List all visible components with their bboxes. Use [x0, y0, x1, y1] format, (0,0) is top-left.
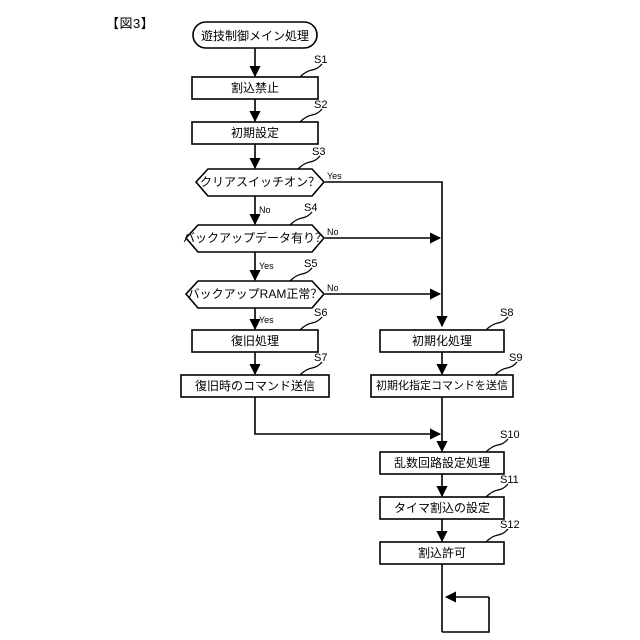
process-box-s2[interactable]	[191, 121, 319, 145]
branch-label-s3-yes: Yes	[327, 171, 342, 181]
step-id-s11: S11	[500, 474, 519, 486]
leader-s2	[299, 108, 323, 123]
process-box-s6[interactable]	[191, 329, 319, 353]
connector-s7-to-s10-trunk	[254, 397, 442, 440]
step-id-s6: S6	[314, 307, 327, 319]
branch-label-s4-yes: Yes	[259, 261, 274, 271]
process-label-s8: 初期化処理	[412, 334, 472, 348]
decision-shape-s4[interactable]	[184, 224, 326, 253]
start-terminator[interactable]	[192, 21, 318, 49]
process-box-s7[interactable]	[180, 374, 330, 398]
leader-s9	[494, 361, 518, 376]
step-id-s8: S8	[500, 307, 513, 319]
decision-label-s3: クリアスイッチオン？	[200, 175, 320, 189]
process-box-s1[interactable]	[191, 76, 319, 100]
leader-s5	[289, 267, 313, 282]
process-box-s9[interactable]	[370, 374, 514, 398]
process-label-s7: 復旧時のコマンド送信	[195, 378, 315, 393]
start-terminator-label: 遊技制御メイン処理	[201, 28, 309, 43]
process-label-s1: 割込禁止	[231, 80, 279, 95]
step-id-s12: S12	[500, 519, 520, 531]
connector-loop-back-path	[442, 597, 490, 633]
decision-shape-s5[interactable]	[184, 280, 326, 309]
process-box-s12[interactable]	[379, 541, 505, 565]
leader-s10	[485, 438, 509, 453]
step-id-s10: S10	[500, 429, 520, 441]
branch-label-s4-no: No	[327, 227, 339, 237]
process-label-s11: タイマ割込の設定	[394, 500, 490, 515]
step-id-s3: S3	[312, 146, 325, 158]
leader-s3	[297, 155, 321, 170]
step-id-s4: S4	[304, 202, 317, 214]
step-id-s9: S9	[509, 352, 522, 364]
process-box-s11[interactable]	[379, 496, 505, 520]
step-id-s2: S2	[314, 99, 327, 111]
process-box-s10[interactable]	[379, 451, 505, 475]
leader-s6	[299, 316, 323, 331]
process-label-s6: 復旧処理	[231, 333, 279, 348]
process-label-s12: 割込許可	[418, 545, 466, 560]
leader-s12	[485, 528, 509, 543]
decision-shape-s3[interactable]	[194, 168, 326, 197]
leader-s1	[299, 63, 323, 78]
leader-s7	[299, 361, 323, 376]
process-label-s2: 初期設定	[231, 125, 279, 140]
leader-s4	[289, 211, 313, 226]
branch-label-s5-no: No	[327, 283, 339, 293]
process-label-s9: 初期化指定コマンドを送信	[376, 378, 508, 392]
decision-label-s5: バックアップRAM正常？	[188, 287, 323, 301]
figure-label: 【図3】	[106, 16, 155, 31]
leader-s11	[485, 483, 509, 498]
connector-s3-yes-to-trunk	[325, 181, 448, 328]
step-id-s5: S5	[304, 258, 317, 270]
process-label-s10: 乱数回路設定処理	[394, 455, 490, 470]
branch-label-s3-no: No	[259, 205, 271, 215]
process-box-s8[interactable]	[379, 329, 505, 353]
step-id-s1: S1	[314, 54, 327, 66]
leader-s8	[485, 316, 509, 331]
decision-label-s4: バックアップデータ有り？	[183, 230, 327, 245]
step-id-s7: S7	[314, 352, 327, 364]
branch-label-s5-yes: Yes	[259, 315, 274, 325]
